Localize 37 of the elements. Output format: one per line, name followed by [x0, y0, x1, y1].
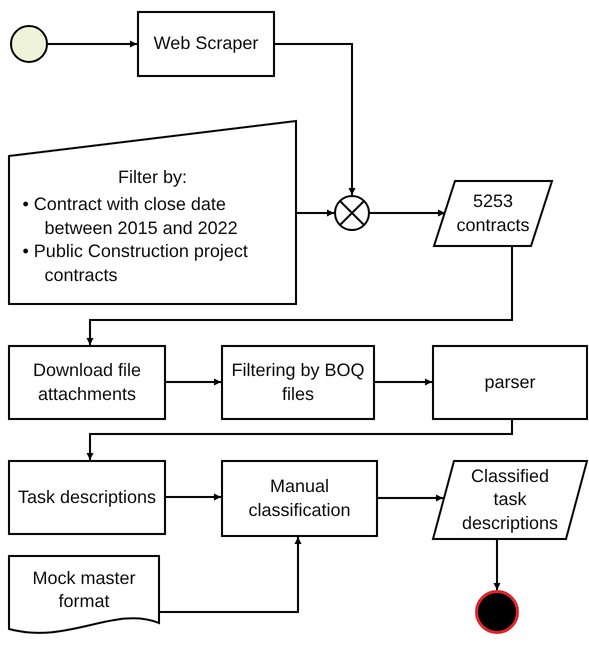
- arrow: [494, 540, 500, 590]
- arrow: [166, 378, 221, 386]
- arrow: [297, 210, 334, 216]
- data-parallelogram: [433, 180, 553, 247]
- manual-input-shape: [8, 120, 297, 305]
- bullet-item: • Contract with close date between 2015 and 2022: [22, 193, 239, 240]
- start-circle: [10, 25, 48, 63]
- node-label: 5253 contracts: [455, 190, 531, 236]
- bullet-item: • Public Construction project contracts: [22, 240, 249, 287]
- process-box: [8, 460, 166, 535]
- arrow: [160, 537, 302, 613]
- node-label: parser: [483, 370, 537, 394]
- arrow: [275, 43, 356, 195]
- summing-junction: [334, 195, 370, 231]
- process-box: [221, 460, 378, 537]
- node-label: Manual classification: [247, 475, 352, 522]
- arrow: [48, 40, 137, 48]
- node-label: Filtering by BOQ files: [230, 359, 366, 406]
- process-box: [137, 11, 275, 77]
- arrow: [166, 494, 221, 500]
- end-circle: [475, 590, 519, 634]
- arrow: [86, 420, 513, 460]
- data-parallelogram: [432, 460, 588, 540]
- node-label: Task descriptions: [16, 486, 158, 509]
- arrow: [86, 247, 513, 345]
- node-label: Classified task descriptions: [460, 464, 560, 535]
- process-box: [432, 345, 588, 420]
- document-shape: [8, 555, 160, 635]
- arrow: [378, 494, 443, 502]
- process-box: [221, 345, 375, 420]
- node-label: Mock master format: [31, 566, 137, 613]
- node-label: Download file attachments: [32, 359, 142, 406]
- node-label: Web Scraper: [152, 32, 260, 56]
- process-box: [8, 345, 166, 420]
- heading: Filter by:: [118, 166, 187, 190]
- arrow: [370, 210, 445, 216]
- arrow: [375, 378, 432, 386]
